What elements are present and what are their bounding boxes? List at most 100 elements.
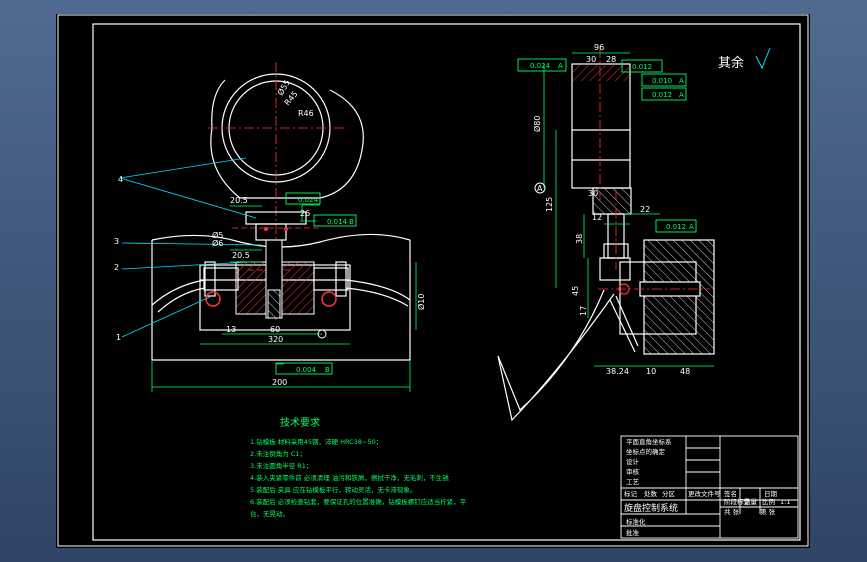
dim-dia-80: Ø80 (532, 116, 542, 132)
dim-125: 125 (545, 197, 554, 212)
tb-row-2: 坐标点的确定 (626, 447, 666, 456)
dim-17: 17 (579, 306, 588, 316)
ring-part (210, 73, 364, 199)
tech-item-6: 6.装配后 必须检查钻套，要保证孔的位置准确，钻模板螺钉应适当拧紧，平 (250, 497, 467, 506)
tol-right-4: 0.012 (652, 91, 672, 99)
dim-28: 28 (606, 55, 616, 64)
tb-main-title: 旋盘控制系统 (624, 502, 678, 514)
datum-b-1: B (349, 218, 354, 226)
dim-r46: R46 (298, 109, 314, 118)
tol-frame-right-3 (641, 73, 687, 87)
tol-frame-right-2 (621, 59, 663, 73)
balloon-2: 2 (114, 263, 119, 272)
dim-26: 26 (300, 209, 310, 218)
tb-row-7: 批准 (626, 528, 640, 537)
tech-item-7: 台，无晃动。 (250, 509, 289, 518)
dim-38: 38 (575, 234, 584, 244)
top-plate (245, 211, 307, 241)
title-block (620, 435, 799, 539)
dim-dia-10: Ø10 (416, 294, 426, 310)
dim-48: 48 (680, 367, 690, 376)
tb-label-6: 日期 (764, 490, 778, 498)
tol-0-024-left: 0.024 (298, 196, 319, 204)
dim-38-24: 38.24 (606, 367, 629, 376)
datum-circle-left (317, 329, 327, 339)
dim-30-mid: 30 (588, 189, 598, 198)
dim-96: 96 (594, 43, 604, 52)
dim-10: 10 (646, 367, 656, 376)
dimension-lines-right (543, 52, 714, 367)
tb-row-1: 平面直角坐标系 (626, 437, 672, 446)
bushing-insert (267, 289, 281, 319)
datum-b-2: B (325, 366, 330, 374)
dim-20-5-mid: 20.5 (232, 251, 250, 260)
leader-lines (119, 157, 263, 338)
dim-60: 60 (270, 325, 280, 334)
dim-13: 13 (226, 325, 236, 334)
tb-cell-2: 重量 (744, 498, 758, 506)
tech-item-1: 1.钻模板 材料采用45钢，淬硬 HRC38~50； (250, 437, 382, 446)
tech-items: 1.钻模板 材料采用45钢，淬硬 HRC38~50； 2.未注倒角为 C1； 3… (250, 437, 467, 518)
right-handle (497, 289, 639, 422)
curved-arms (151, 279, 411, 313)
tech-item-3: 3.未注圆角半径 R1； (250, 461, 312, 470)
tb-row-5: 工艺 (626, 478, 640, 486)
tech-title: 技术要求 (280, 416, 320, 429)
tb-row-3: 设计 (626, 457, 640, 466)
tb-row-6: 标准化 (626, 517, 646, 526)
datum-a-circle: A (537, 184, 543, 193)
centerlines-right (598, 48, 710, 290)
dim-20-5-top: 20.5 (230, 196, 248, 205)
tb-cell-3: 比例 (762, 497, 775, 506)
outer-border (57, 14, 809, 547)
tb-label-1: 标记 (624, 489, 638, 498)
tb-cell-4: 1:1 (780, 498, 790, 506)
roughness-symbol-icon (755, 47, 771, 70)
tol-frame-right-1 (517, 58, 567, 72)
tech-item-4: 4.装入夹紧零件前 必须清理 油污和铁屑，擦拭干净，无毛刺，不生锈 (250, 473, 449, 482)
dimension-lines-left (151, 204, 417, 392)
side-clamps (203, 261, 349, 297)
roughness-remark: 其余 (718, 55, 744, 71)
tol-right-5: 0.012 (666, 223, 686, 231)
tb-label-2: 处数 (644, 489, 658, 498)
tb-label-4: 更改文件号 (688, 489, 721, 498)
dim-30-top: 30 (586, 55, 596, 64)
tol-right-3: 0.010 (652, 77, 672, 85)
tol-0-004: 0.004 (296, 366, 317, 374)
datum-circle-right (534, 182, 546, 194)
tb-cell-1: 阶段标记 (724, 497, 751, 506)
tol-frame-right-4 (641, 87, 687, 101)
tol-right-1: 0.024 (530, 62, 551, 70)
dim-dia-5: Ø5 (212, 230, 223, 240)
tb-row-4: 审核 (626, 467, 640, 476)
datum-a-2: A (679, 77, 684, 85)
tol-frame-parallel (313, 214, 357, 227)
dim-320: 320 (268, 335, 283, 344)
dim-dia-6: Ø6 (212, 238, 223, 248)
dim-45: 45 (571, 286, 580, 296)
tol-frame-bottom (275, 362, 333, 375)
datum-a-4: A (689, 223, 694, 231)
right-view-body (571, 63, 715, 355)
tb-cell-6: 第 张 (760, 507, 776, 516)
inner-border (92, 23, 801, 541)
tol-0-014: 0.014 (327, 218, 348, 226)
balloon-1: 1 (116, 333, 121, 342)
tech-item-2: 2.未注倒角为 C1； (250, 449, 306, 458)
right-hatch-top (573, 65, 629, 81)
tol-frame-flatness (285, 192, 321, 205)
dim-22: 22 (640, 205, 650, 214)
tb-label-5: 签名 (724, 489, 737, 498)
tech-item-5: 5.装配后 夹具 应在钻模板平行，转动灵活，无卡滞现象。 (250, 485, 416, 494)
tol-frame-right-5 (655, 219, 697, 233)
dim-12: 12 (592, 213, 602, 222)
balloon-4: 4 (118, 175, 123, 184)
dim-200: 200 (272, 378, 287, 387)
tol-right-2: 0.012 (632, 63, 652, 71)
datum-a-3: A (679, 91, 684, 99)
datum-a-1: A (558, 62, 563, 70)
tb-label-3: 分区 (662, 489, 676, 498)
balloon-3: 3 (114, 237, 119, 246)
